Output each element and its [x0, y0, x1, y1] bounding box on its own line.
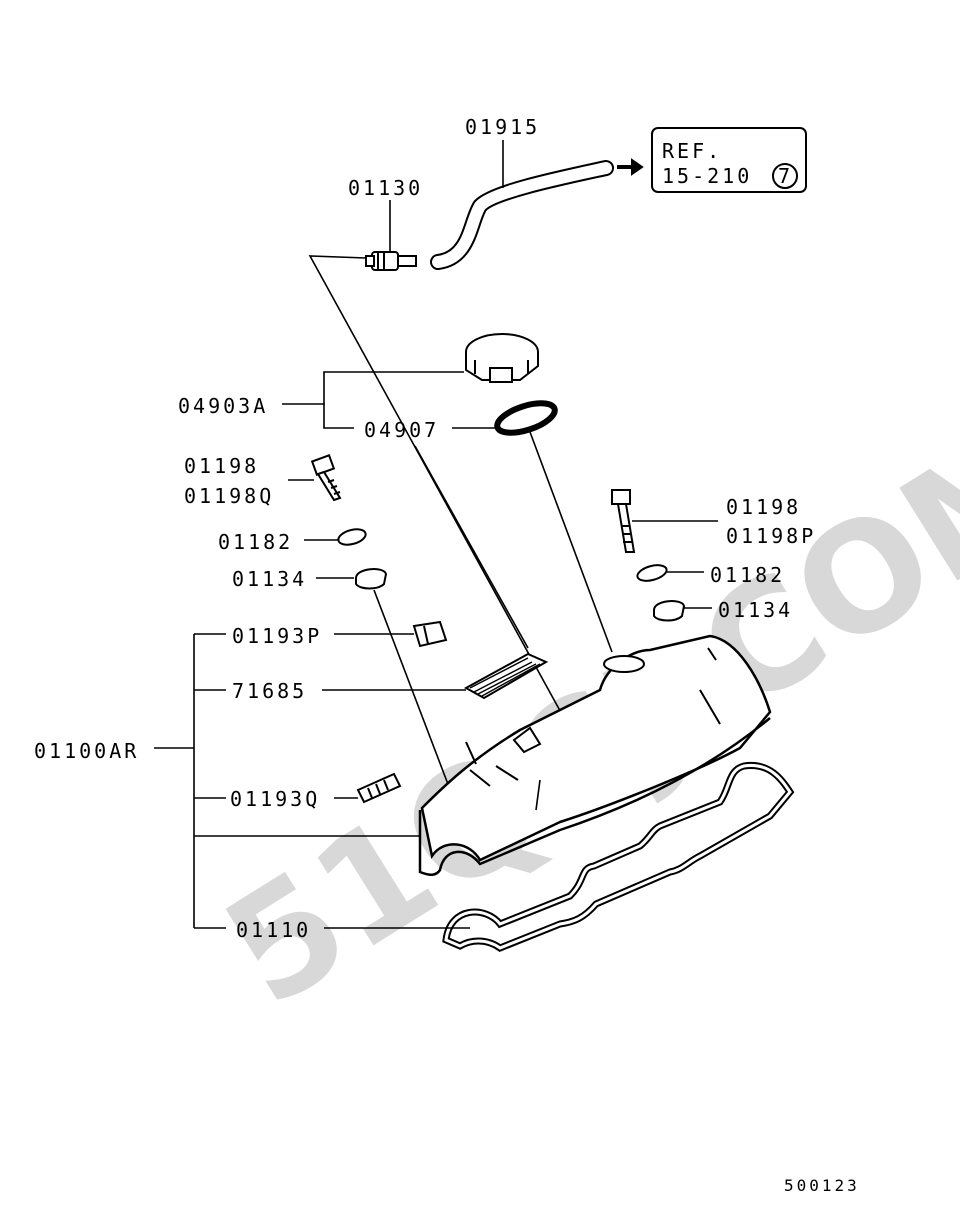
label-01198-right: 01198: [726, 495, 801, 519]
guide-01134-left: [373, 589, 455, 801]
ref-arrow-icon: [617, 158, 644, 176]
label-04907: 04907: [364, 418, 439, 442]
ref-number: 15-210: [662, 164, 752, 188]
part-01198P-bolt[interactable]: [611, 489, 636, 553]
part-71685-plate[interactable]: [463, 652, 549, 700]
label-01193P: 01193P: [232, 624, 322, 648]
ref-circle-number: 7: [778, 164, 790, 188]
ref-label: REF.: [662, 139, 722, 163]
ref-circle: [772, 163, 798, 189]
label-01110: 01110: [236, 918, 311, 942]
label-01198-left: 01198: [184, 454, 259, 478]
diagram-id: 500123: [784, 1176, 860, 1195]
guide-04907-a: [414, 445, 529, 649]
label-71685: 71685: [232, 679, 307, 703]
leader-04903A-gasket: [323, 404, 354, 429]
label-01198P: 01198P: [726, 524, 816, 548]
leader-04903A-cap: [282, 371, 464, 405]
part-01193P-clip[interactable]: [412, 620, 448, 648]
label-01915: 01915: [465, 115, 540, 139]
part-01182-washer-left[interactable]: [337, 527, 368, 548]
label-01182-right: 01182: [710, 563, 785, 587]
label-01193Q: 01193Q: [230, 787, 320, 811]
ref-box[interactable]: REF. 15-210 7: [651, 127, 807, 193]
label-01198Q: 01198Q: [184, 484, 274, 508]
label-04903A: 04903A: [178, 394, 268, 418]
label-01134-left: 01134: [232, 567, 307, 591]
part-01134-grommet-right[interactable]: [653, 600, 686, 622]
label-01100AR: 01100AR: [34, 739, 139, 763]
part-01134-grommet-left[interactable]: [355, 568, 388, 590]
part-01915-hose[interactable]: [430, 160, 614, 270]
label-01182-left: 01182: [218, 530, 293, 554]
part-04907-cap-gasket[interactable]: [494, 397, 558, 438]
part-01193Q-clip[interactable]: [356, 772, 402, 804]
part-04903A-oil-cap[interactable]: [465, 333, 539, 383]
guide-01130: [308, 255, 576, 739]
bracket-01100AR: [154, 633, 420, 929]
guide-04907-b: [529, 431, 613, 653]
label-01134-right: 01134: [718, 598, 793, 622]
part-01198Q-bolt[interactable]: [310, 454, 342, 502]
part-01110-cover-gasket[interactable]: [442, 761, 795, 952]
part-01130-pcv-valve[interactable]: [365, 251, 417, 271]
part-01100AR-rocker-cover[interactable]: [418, 634, 772, 876]
ref-box-frame: [651, 127, 807, 193]
part-01182-washer-right[interactable]: [636, 562, 669, 583]
label-01130: 01130: [348, 176, 423, 200]
